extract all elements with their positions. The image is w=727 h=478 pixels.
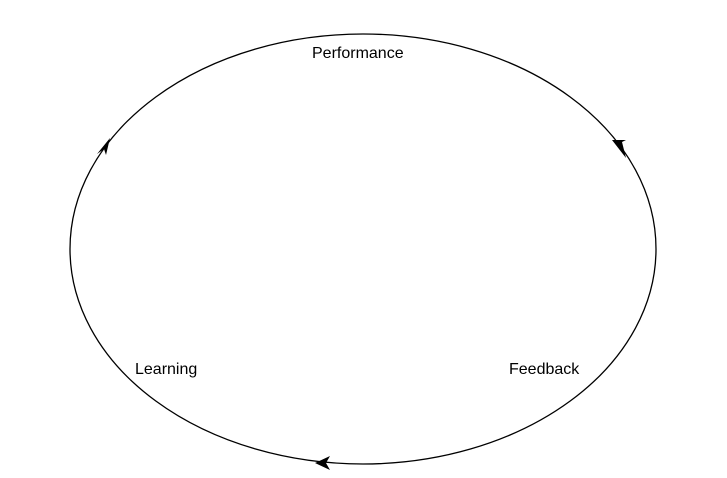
- arrow-performance-to-feedback: [612, 140, 626, 158]
- node-performance: Performance: [312, 45, 404, 62]
- arrow-feedback-to-learning: [315, 456, 330, 470]
- node-feedback: Feedback: [509, 361, 580, 378]
- node-learning: Learning: [135, 361, 198, 378]
- arrow-learning-to-performance: [97, 138, 110, 155]
- cycle-ellipse: [69, 33, 657, 465]
